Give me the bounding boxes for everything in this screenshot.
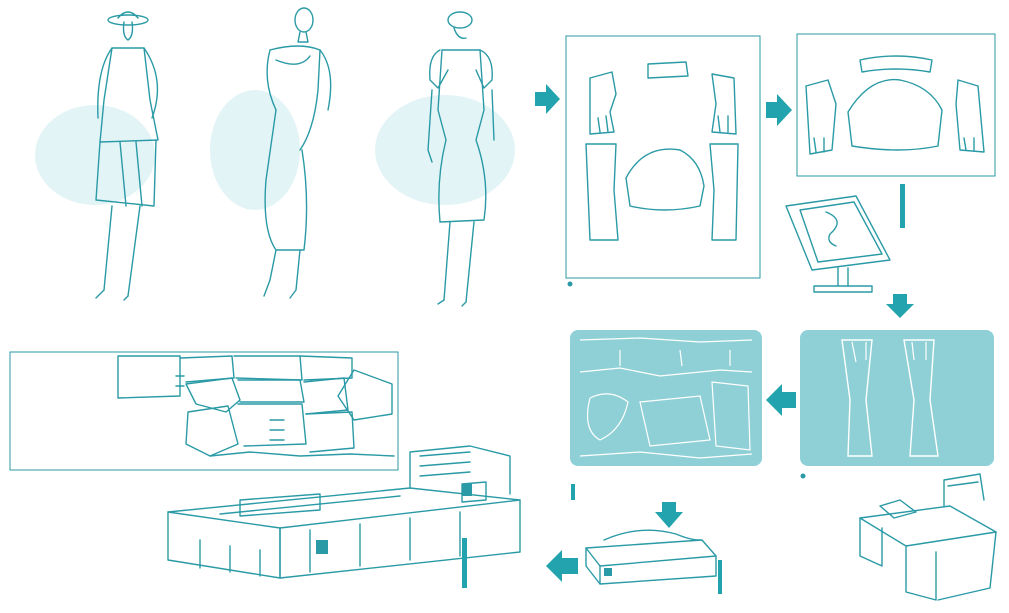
marker-dot	[568, 282, 573, 287]
pattern-pieces-icon	[568, 62, 739, 287]
flow-arrow-down	[886, 294, 914, 318]
plotter-icon	[586, 530, 716, 584]
digitizer-icon	[786, 196, 890, 292]
marker-layout-icon	[118, 356, 394, 456]
flow-arrow-right	[766, 94, 792, 126]
cutting-machine-icon	[168, 446, 520, 578]
cutting-table	[168, 446, 520, 588]
flow-arrow-left	[766, 384, 796, 416]
flow-arrow-right	[535, 84, 560, 114]
pattern-sheet	[566, 36, 760, 287]
digitizer-tablet	[786, 196, 890, 292]
flow-arrow-left	[546, 550, 578, 582]
sketch-wash	[210, 90, 300, 210]
grading-panel	[800, 330, 994, 479]
connector-bar	[900, 184, 905, 228]
marker-dot	[801, 474, 806, 479]
connector-bar	[462, 538, 467, 588]
sketch-wash	[375, 95, 515, 205]
digitized-pattern	[797, 34, 995, 228]
connector-bar	[718, 560, 722, 594]
computer-desk-icon	[860, 474, 996, 600]
marker-plan	[10, 352, 398, 470]
pattern-pieces-icon	[806, 56, 984, 154]
fashion-sketches	[35, 8, 515, 306]
cad-workstation	[860, 474, 996, 600]
flow-arrow-down	[655, 502, 683, 528]
plotter-unit	[586, 530, 722, 594]
marker-layout-panel	[570, 330, 762, 500]
connector-bar	[571, 484, 575, 500]
